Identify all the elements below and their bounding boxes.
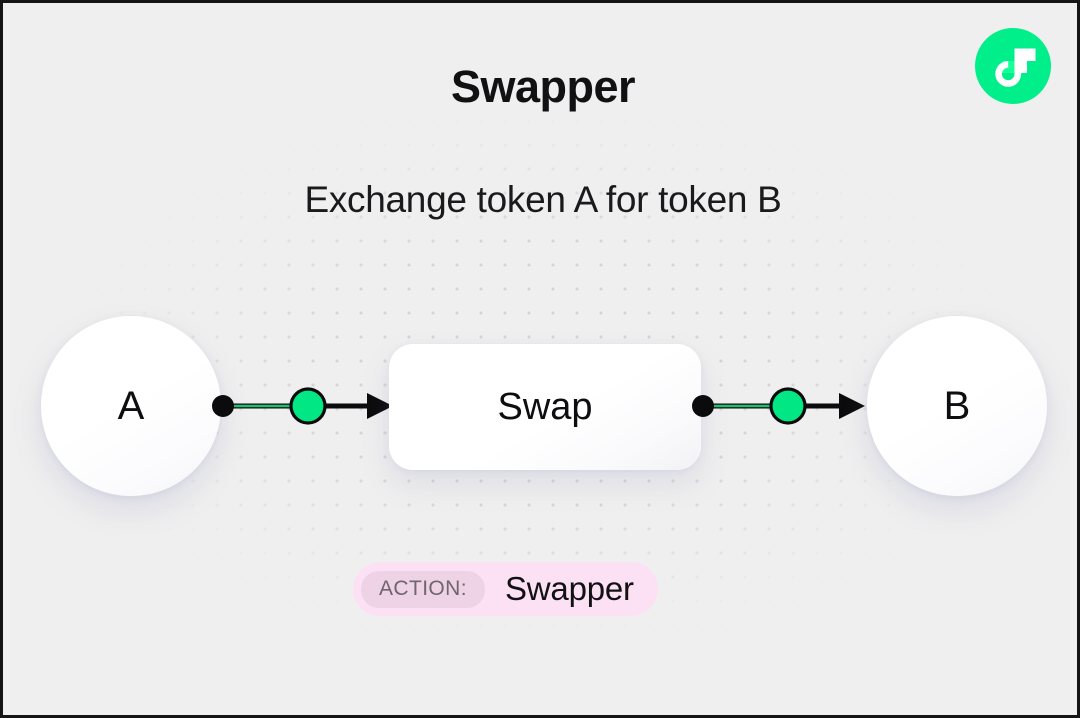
node-token-b[interactable]: B <box>867 316 1047 496</box>
node-swap-label: Swap <box>497 385 593 428</box>
action-badge: ACTION: Swapper <box>353 562 658 616</box>
flow-logo-icon[interactable] <box>975 28 1051 104</box>
edge-swap-to-b[interactable] <box>691 380 869 432</box>
node-token-a[interactable]: A <box>41 316 221 496</box>
action-badge-key: ACTION: <box>361 570 485 608</box>
node-token-a-label: A <box>117 383 145 428</box>
node-swap[interactable]: Swap <box>389 344 701 470</box>
action-badge-value: Swapper <box>504 570 634 607</box>
page-subtitle: Exchange token A for token B <box>304 179 782 220</box>
edge-a-to-swap[interactable] <box>207 380 397 432</box>
page-title: Swapper <box>450 61 636 112</box>
node-token-b-label: B <box>943 383 971 428</box>
